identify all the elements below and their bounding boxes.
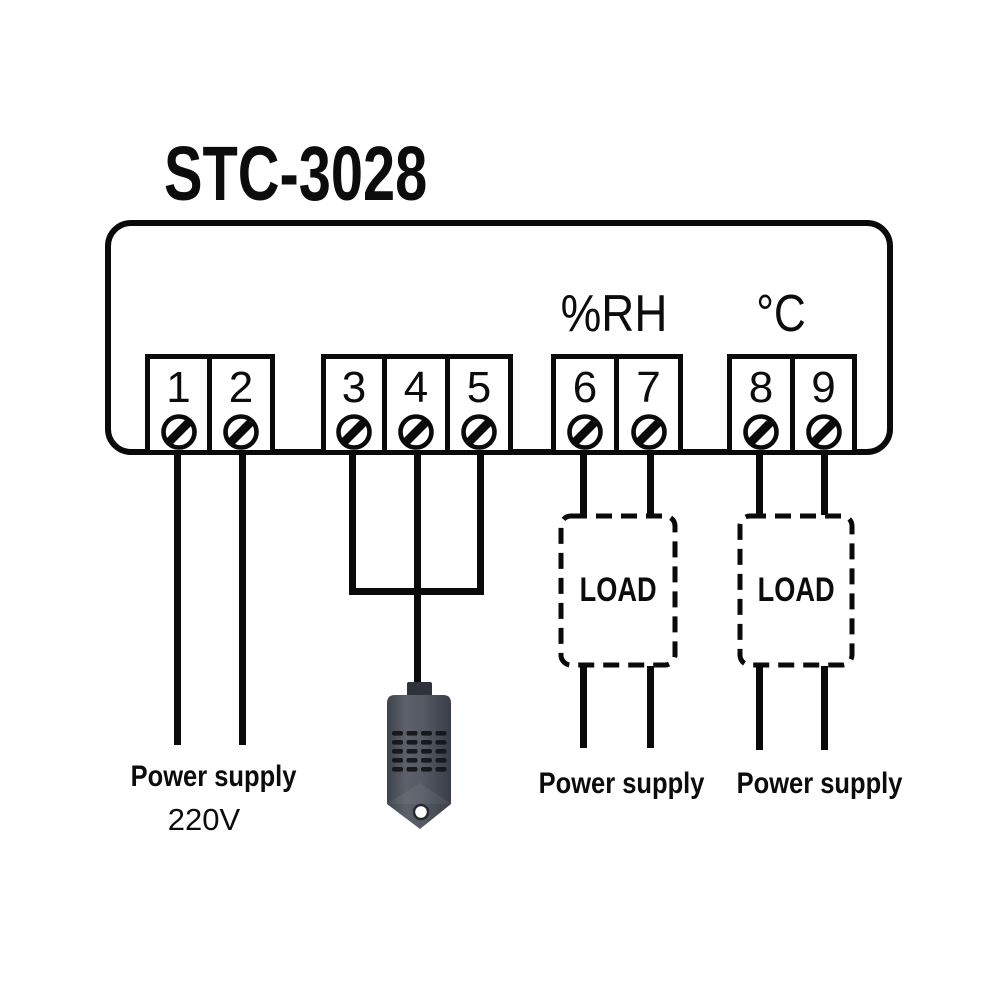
sensor-facet — [387, 783, 451, 804]
terminal-7: 7 — [614, 354, 683, 455]
wire-temperature-load-power-b — [821, 666, 828, 750]
terminal-number: 4 — [403, 363, 429, 412]
sensor-probe — [387, 682, 451, 829]
terminal-3: 3 — [321, 354, 387, 455]
terminal-screw-icon — [159, 412, 199, 452]
terminal-screw-icon — [741, 412, 781, 452]
terminal-group-sensor: 3 4 5 — [321, 354, 513, 455]
load-label: LOAD — [579, 571, 657, 609]
power-supply-voltage-label: 220V — [167, 802, 241, 837]
terminal-group-power-input: 1 2 — [145, 354, 275, 455]
terminal-number: 8 — [748, 363, 774, 412]
sensor-grille — [392, 731, 447, 772]
wire-humidity-load-power-b — [647, 666, 654, 748]
terminal-number: 2 — [228, 363, 254, 412]
load-label: LOAD — [757, 571, 835, 609]
temperature-unit-label: °C — [756, 285, 806, 343]
wire-terminal-4-sensor — [414, 452, 421, 684]
terminal-number: 3 — [341, 363, 367, 412]
wire-terminal-1-power — [174, 452, 181, 745]
terminal-screw-icon — [629, 412, 669, 452]
terminal-2: 2 — [207, 354, 275, 455]
terminal-number: 5 — [466, 363, 492, 412]
sensor-body — [387, 695, 451, 829]
wire-terminal-9-load — [821, 452, 828, 515]
terminal-screw-icon — [565, 412, 605, 452]
terminal-screw-icon — [221, 412, 261, 452]
wire-terminal-6-load — [580, 452, 587, 515]
wire-terminal-2-power — [239, 452, 246, 745]
wire-sensor-junction — [349, 588, 484, 595]
wire-terminal-7-load — [647, 452, 654, 515]
terminal-4: 4 — [382, 354, 450, 455]
terminal-screw-icon — [396, 412, 436, 452]
sensor-connector-tab — [407, 682, 432, 698]
wire-humidity-load-power-a — [580, 666, 587, 748]
temperature-load-box: LOAD — [737, 513, 855, 668]
humidity-load-box: LOAD — [558, 513, 678, 668]
dashed-border — [558, 513, 678, 668]
terminal-group-humidity-relay: 6 7 — [551, 354, 683, 455]
terminal-screw-icon — [334, 412, 374, 452]
power-supply-temperature-label: Power supply — [737, 767, 903, 800]
sensor-mount-hole — [412, 803, 430, 821]
wire-terminal-5-sensor — [477, 452, 484, 595]
humidity-unit-label: %RH — [560, 285, 668, 343]
terminal-number: 7 — [636, 363, 661, 412]
terminal-5: 5 — [445, 354, 513, 455]
terminal-number: 9 — [811, 363, 836, 412]
terminal-8: 8 — [727, 354, 795, 455]
terminal-number: 6 — [572, 363, 598, 412]
wire-terminal-8-load — [756, 452, 763, 515]
terminal-number: 1 — [166, 363, 191, 412]
power-supply-left-label: Power supply — [131, 760, 297, 793]
wire-temperature-load-power-a — [756, 666, 763, 750]
terminal-1: 1 — [145, 354, 212, 455]
terminal-screw-icon — [459, 412, 499, 452]
dashed-border — [737, 513, 855, 668]
power-supply-humidity-label: Power supply — [539, 767, 705, 800]
terminal-group-temperature-relay: 8 9 — [727, 354, 857, 455]
terminal-6: 6 — [551, 354, 619, 455]
terminal-screw-icon — [804, 412, 844, 452]
terminal-9: 9 — [790, 354, 857, 455]
wire-terminal-3-sensor — [349, 452, 356, 595]
page-title: STC-3028 — [164, 131, 428, 217]
